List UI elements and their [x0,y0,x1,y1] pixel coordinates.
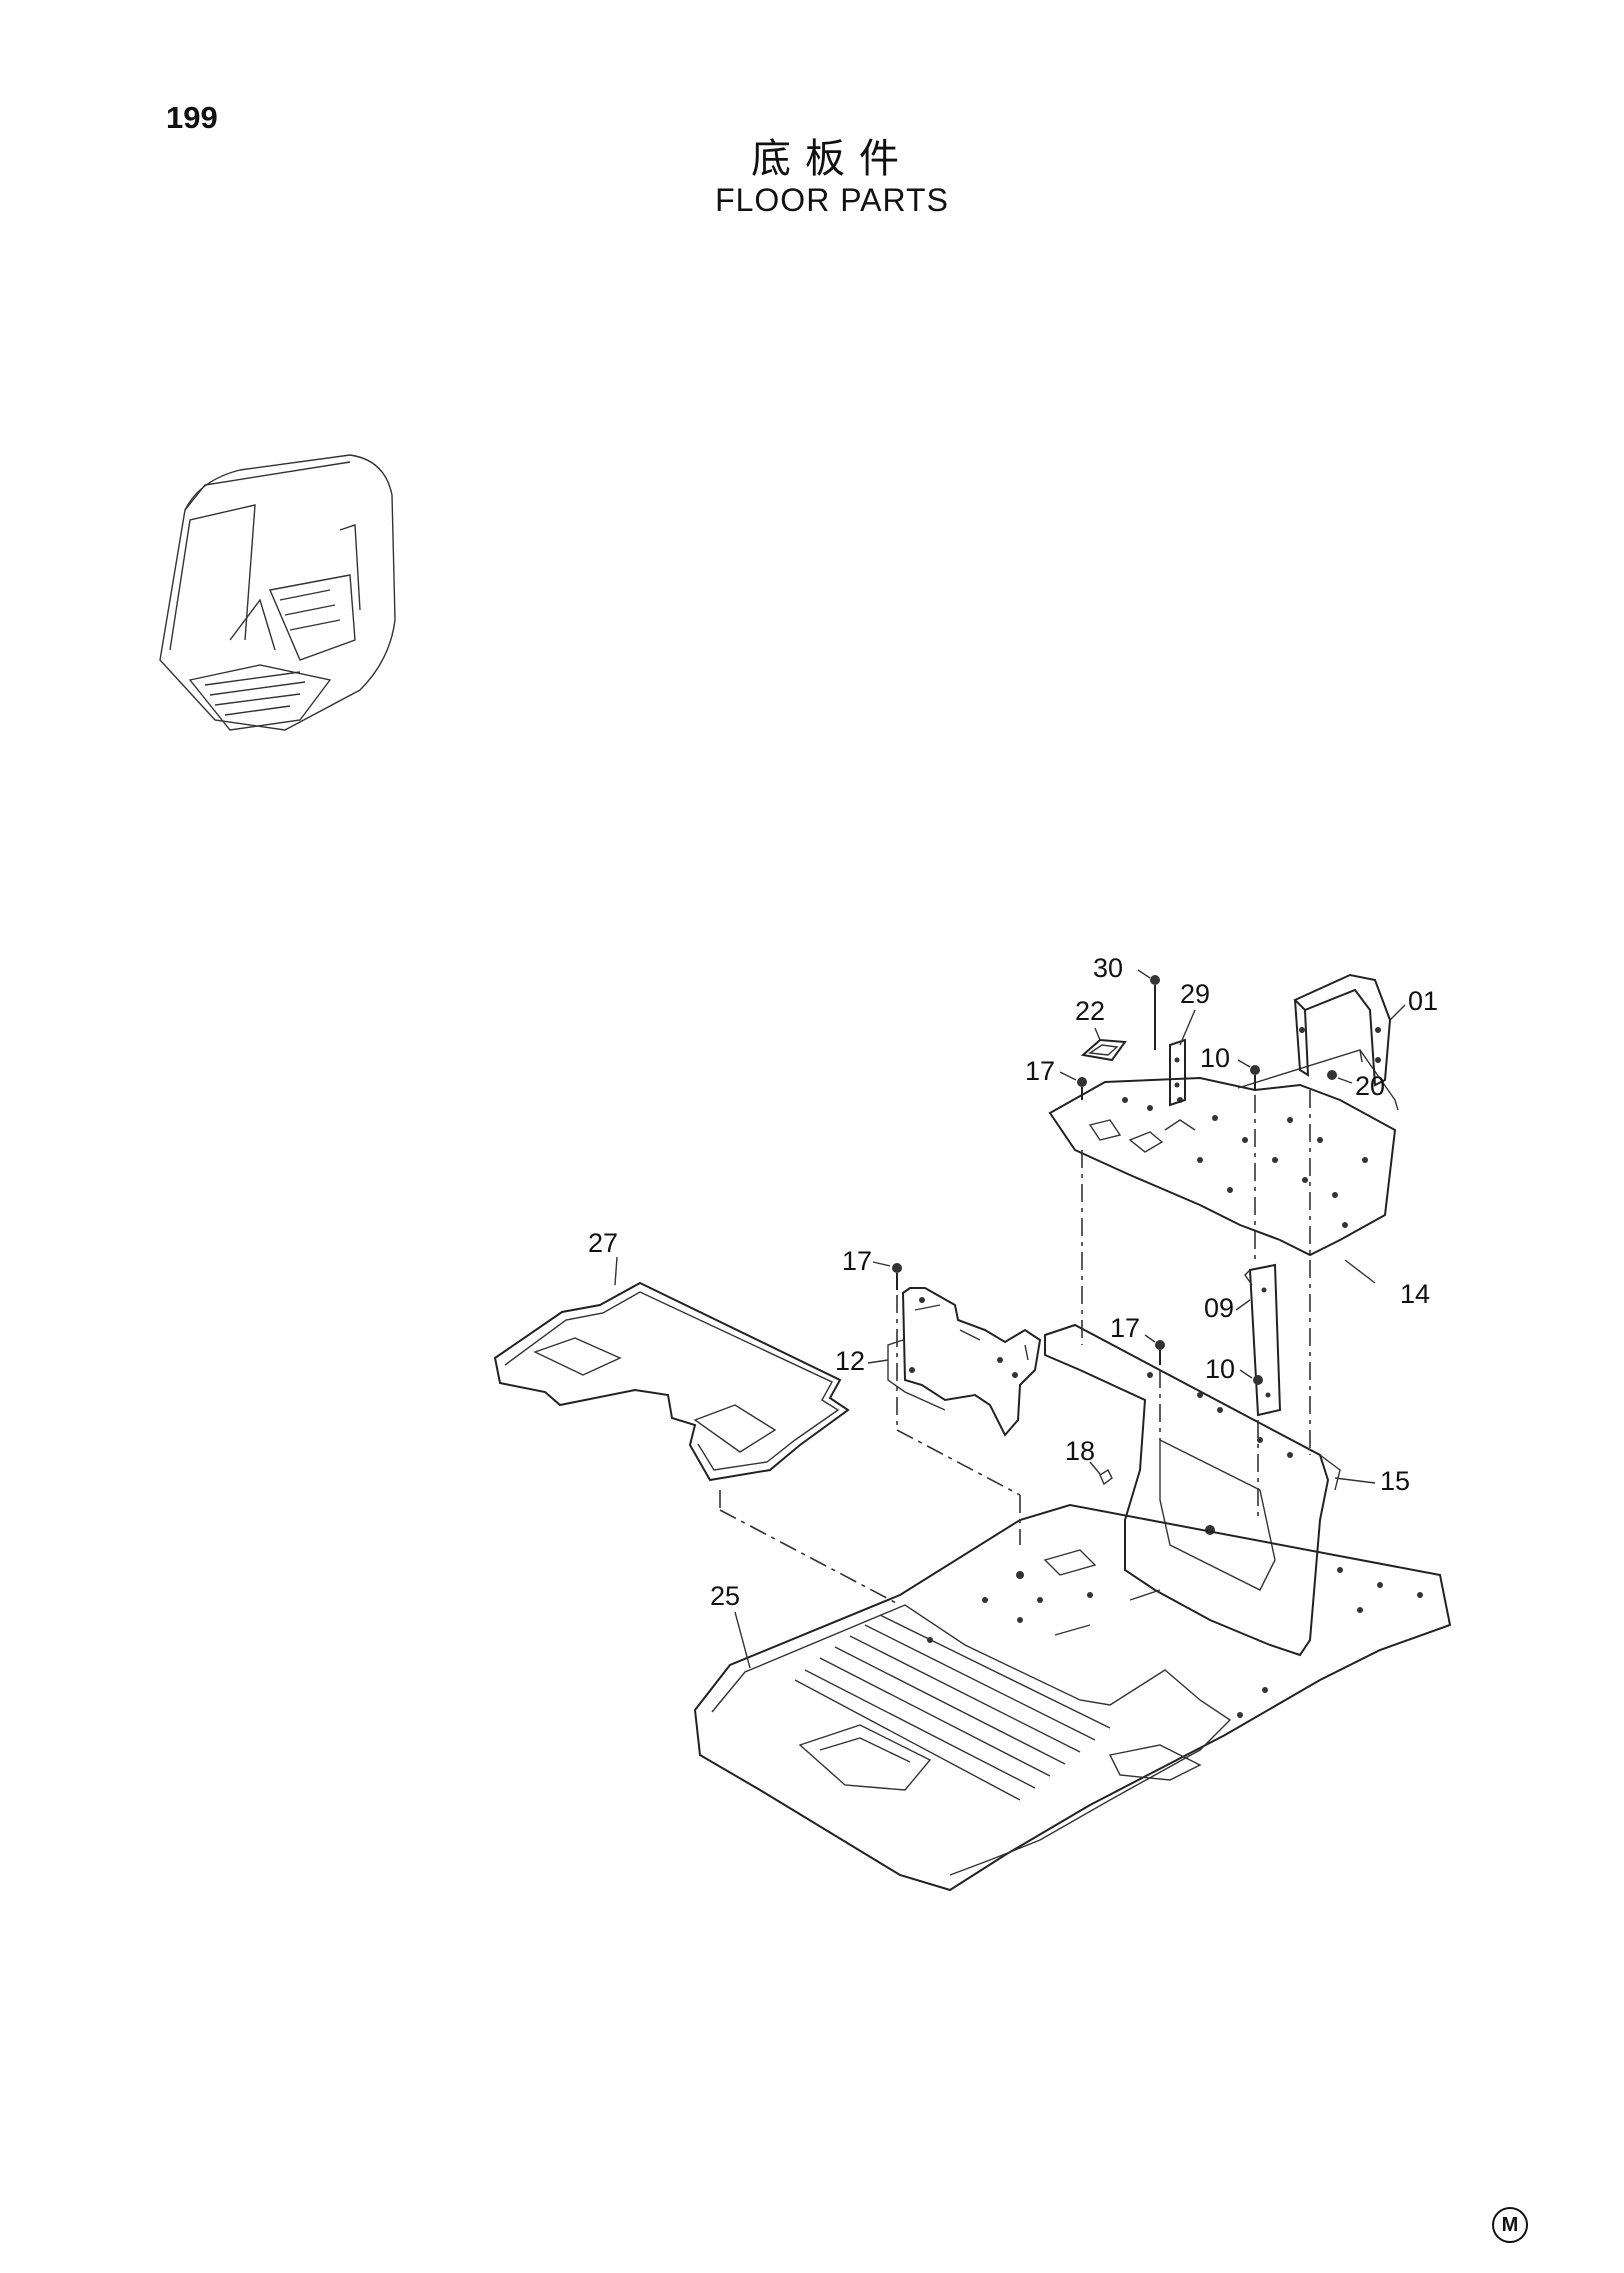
part-09-stay [1244,1263,1282,1417]
callout-18: 18 [1065,1436,1095,1466]
bolt-17-top [1077,1077,1087,1100]
callout-20: 20 [1355,1071,1385,1101]
part-12-side-panel [887,1287,1042,1437]
callout-30: 30 [1093,953,1123,983]
part-15-cover [1044,1323,1341,1657]
clip-18 [1099,1468,1113,1486]
part-27-floor-mat [493,1281,850,1482]
callout-25: 25 [710,1581,740,1611]
title-chinese: 底板件 [751,136,913,182]
cab-overview-illustration [159,454,396,731]
callout-17-top: 17 [1025,1056,1055,1086]
bolt-17-low [1155,1340,1165,1365]
callout-10-low: 10 [1205,1354,1235,1384]
callout-22: 22 [1075,996,1105,1026]
callout-27: 27 [588,1228,618,1258]
callout-17-low: 17 [1110,1313,1140,1343]
callout-12: 12 [835,1346,865,1376]
corner-mark: M [1492,2207,1528,2243]
title-english: FLOOR PARTS [715,182,949,218]
callout-29: 29 [1180,979,1210,1009]
part-22-grommet [1080,1038,1127,1062]
callouts: 30 29 01 22 10 20 17 27 17 14 09 12 17 1… [588,953,1438,1611]
part-29-bracket [1169,1038,1186,1107]
assembly-lines [719,1090,1311,1606]
page-number: 199 [166,100,218,135]
bolt-10-low [1253,1375,1263,1385]
callout-10-top: 10 [1200,1043,1230,1073]
bolt-30 [1150,975,1160,1050]
leader-lines [614,969,1406,1669]
part-25-floor-plate [693,1503,1452,1892]
callout-14: 14 [1400,1279,1430,1309]
callout-09: 09 [1204,1293,1234,1323]
bolt-20 [1327,1070,1337,1080]
callout-15: 15 [1380,1466,1410,1496]
part-01-bracket [1293,973,1392,1087]
callout-17-mid: 17 [842,1246,872,1276]
bolt-10-top [1250,1065,1260,1090]
bolt-17-mid [892,1263,902,1290]
callout-01: 01 [1408,986,1438,1016]
